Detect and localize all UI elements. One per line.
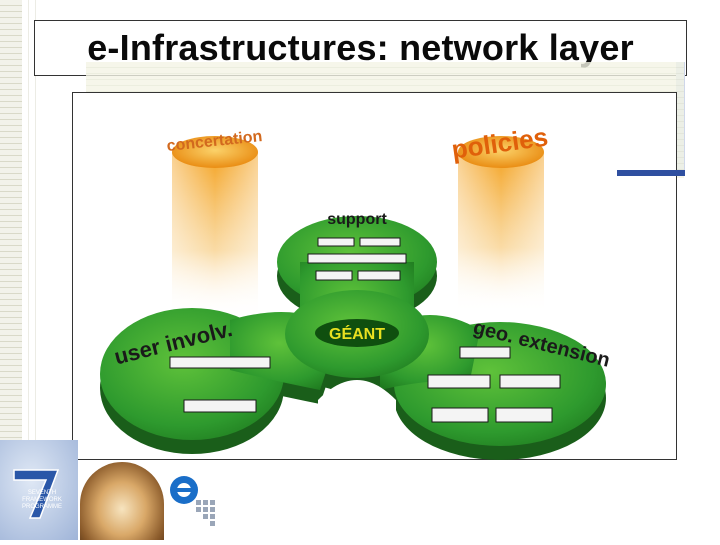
center-label: GÉANT bbox=[329, 324, 385, 343]
decorative-strip bbox=[0, 0, 22, 540]
project-label bbox=[183, 399, 257, 413]
project-label bbox=[427, 374, 491, 389]
fiber-optic-photo bbox=[80, 462, 164, 540]
pillar-policies: policies bbox=[450, 121, 550, 312]
green-platform bbox=[100, 216, 606, 460]
e-infrastructure-logo bbox=[170, 476, 215, 526]
lobe-label-support: support bbox=[327, 211, 387, 228]
fp7-icon bbox=[13, 469, 60, 519]
project-label bbox=[431, 407, 489, 423]
project-label bbox=[499, 374, 561, 389]
decorative-lines bbox=[22, 0, 36, 540]
project-labels bbox=[169, 237, 561, 423]
project-label bbox=[359, 237, 401, 247]
page-title: e-Infrastructures: network layer bbox=[87, 27, 634, 68]
project-label bbox=[495, 407, 553, 423]
project-label bbox=[357, 270, 401, 281]
accent-bar bbox=[617, 170, 685, 176]
center-node: GÉANT bbox=[315, 319, 399, 347]
pillar-concertation: concertation bbox=[166, 128, 263, 317]
project-label bbox=[315, 270, 353, 281]
project-label bbox=[307, 253, 407, 264]
project-label bbox=[459, 346, 511, 359]
fp7-logo bbox=[0, 440, 78, 540]
project-label bbox=[317, 237, 355, 247]
fp7-caption: SEVENTH FRAMEWORK PROGRAMME bbox=[21, 490, 62, 510]
project-label bbox=[169, 356, 271, 369]
